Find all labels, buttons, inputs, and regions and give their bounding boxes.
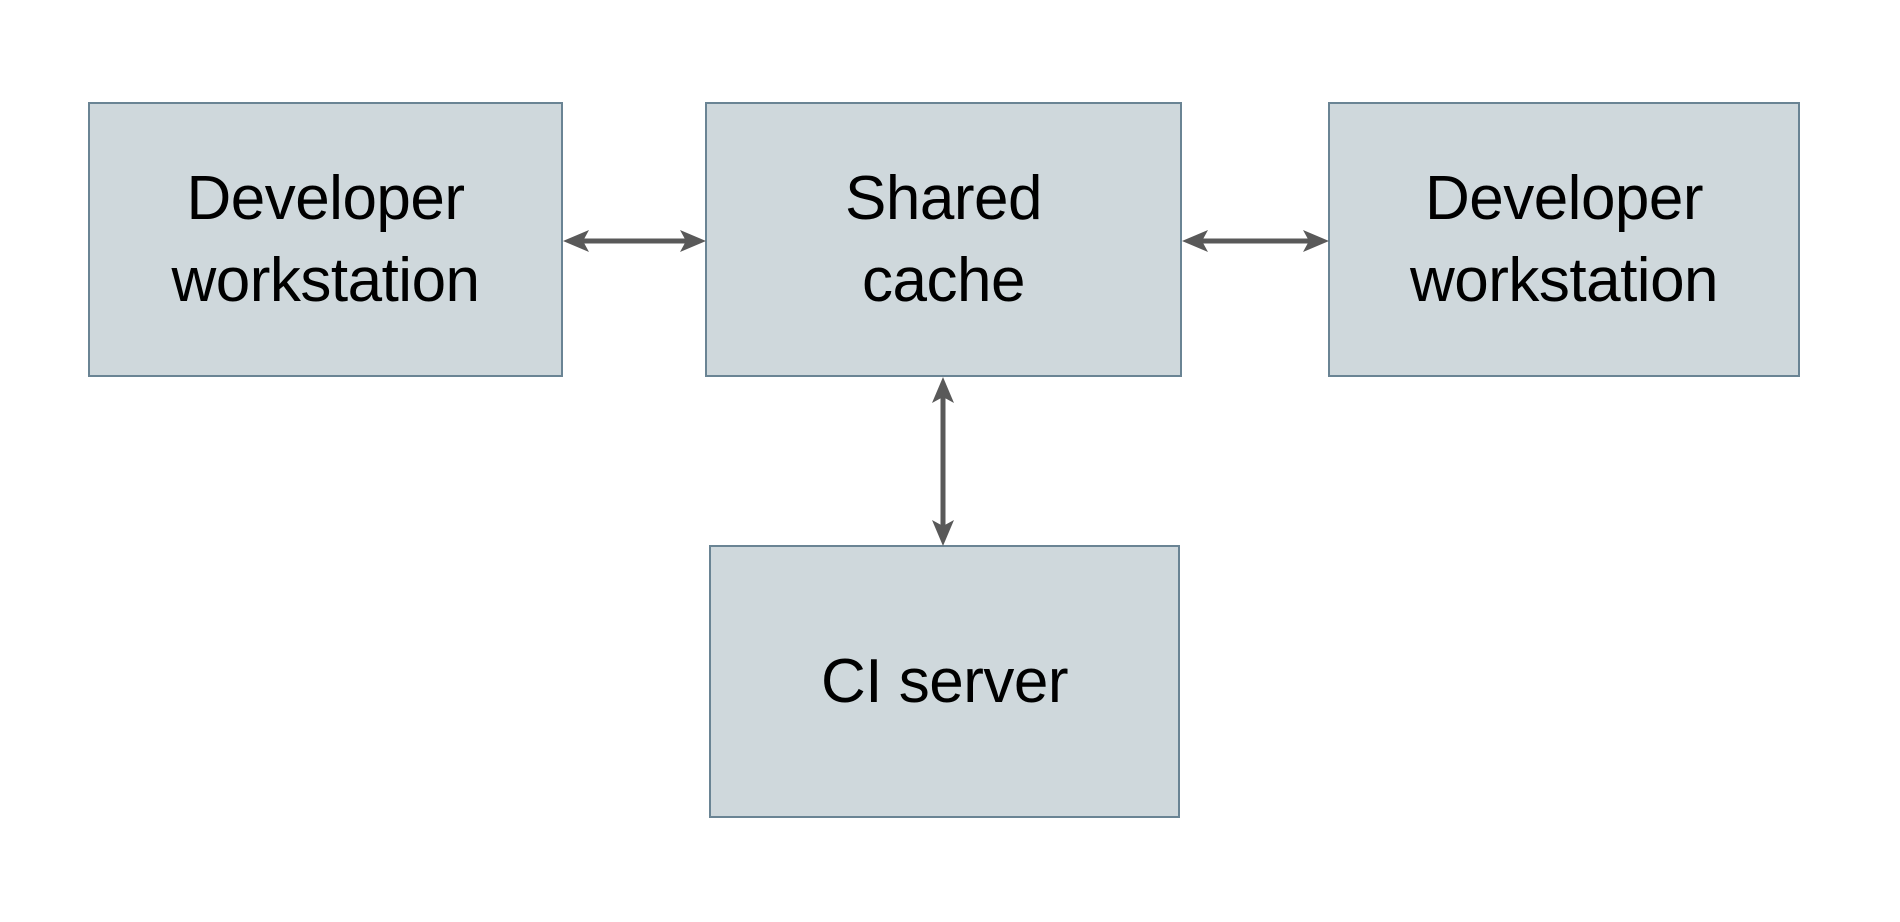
- double-arrow-horizontal-icon: [1182, 230, 1329, 252]
- node-developer-workstation-left[interactable]: Developer workstation: [88, 102, 563, 377]
- double-arrow-horizontal-icon: [563, 230, 706, 252]
- double-arrow-vertical-icon: [932, 377, 954, 546]
- node-developer-workstation-right[interactable]: Developer workstation: [1328, 102, 1800, 377]
- node-shared-cache[interactable]: Shared cache: [705, 102, 1182, 377]
- edge-developer-left-to-shared-cache[interactable]: [563, 210, 706, 272]
- node-ci-server[interactable]: CI server: [709, 545, 1180, 818]
- edge-shared-cache-to-ci-server[interactable]: [912, 377, 974, 546]
- edge-shared-cache-to-developer-right[interactable]: [1182, 210, 1329, 272]
